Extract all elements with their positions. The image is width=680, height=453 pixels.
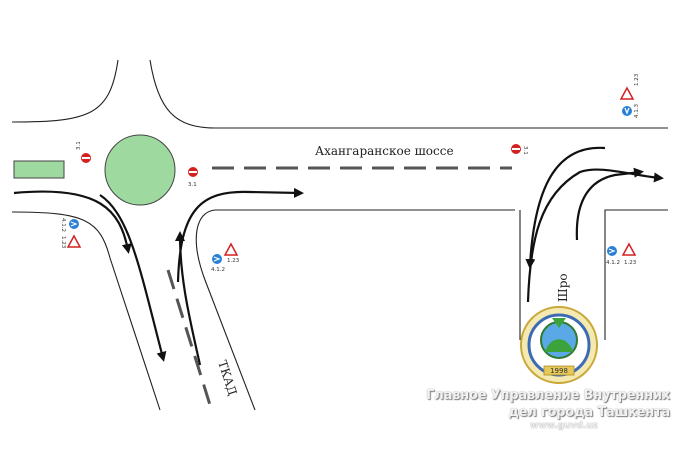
svg-text:4.1.2: 4.1.2 [211,267,225,273]
road-label-ring: ТКАД [215,359,240,398]
sign-pair-top: 1.23 4.1.3 [619,73,640,118]
road-edge-ring-right [195,209,515,411]
no-entry-sign-1: 3.1 [76,141,91,163]
road-label-side: Шро [556,273,570,302]
police-emblem: 1998 [520,306,598,384]
warning-triangle-icon [619,86,635,100]
warning-triangle-icon [621,242,637,256]
road-edge-bottom-left [11,211,161,411]
lane-markings [166,166,512,406]
route-arrow-east-turn [575,167,644,241]
road-label-main: Ахангаранское шоссе [315,144,454,158]
lane-dash-ring [166,269,212,406]
warning-triangle-icon [223,242,239,256]
svg-text:4.1.3: 4.1.3 [634,104,640,118]
warning-triangle-icon [66,234,82,248]
direction-arrow-icon [622,106,632,116]
road-edges [11,59,668,411]
svg-text:4.1.2: 4.1.2 [606,260,620,266]
watermark-line2: дел города Ташкента [508,405,670,420]
sign-pair-left: 4.1.2 1.23 [60,218,82,249]
roundabout-island [104,134,176,206]
svg-text:3.1: 3.1 [76,141,82,150]
road-edge-top-right [149,59,668,129]
svg-text:1.23: 1.23 [60,236,66,249]
sign-pair-east: 4.1.2 1.23 [606,242,637,266]
road-edge-middle [604,209,668,340]
direction-arrow-icon [212,254,222,264]
watermark-line1: Главное Управление Внутренних [426,388,670,403]
emblem-year: 1998 [550,367,568,375]
median-island [13,160,65,179]
route-arrow-left-to-ring [13,190,132,254]
svg-text:1.23: 1.23 [624,260,637,266]
route-arrow-turn-south [525,146,606,269]
no-entry-sign-3: 3.1 [511,144,528,155]
route-arrow-ring-south [99,194,167,362]
svg-text:3.1: 3.1 [188,182,197,188]
svg-text:1.23: 1.23 [227,258,240,264]
route-arrow-north-east [526,168,664,303]
watermark-url: www.guvd.uz [530,421,599,431]
sign-pair-ring: 4.1.2 1.23 [211,242,240,273]
svg-text:4.1.2: 4.1.2 [60,218,66,232]
direction-arrow-icon [69,219,79,229]
svg-text:3.1: 3.1 [522,146,528,155]
svg-text:1.23: 1.23 [634,73,640,86]
direction-arrow-icon [607,246,617,256]
no-entry-sign-2: 3.1 [188,167,198,188]
route-arrows [13,146,664,366]
route-arrow-to-east [176,187,304,283]
road-edge-top-left [11,59,119,123]
